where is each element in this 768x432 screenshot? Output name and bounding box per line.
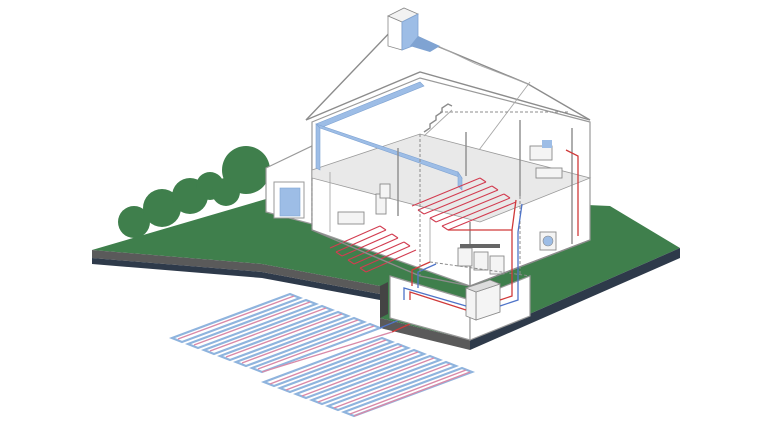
ground-loop-collector (168, 292, 476, 418)
ground-line (311, 229, 591, 287)
heat-pump-unit (464, 279, 502, 321)
ground-loop-icon (168, 292, 476, 418)
distribution-pipes (403, 199, 579, 311)
lawn-edge (262, 264, 380, 294)
bushes (118, 146, 270, 238)
staircase-icon (423, 103, 453, 137)
lawn-edge (92, 250, 262, 272)
chimney (387, 7, 440, 52)
chimney-icon (387, 7, 440, 52)
utility-units (457, 244, 505, 275)
heat-pump-icon (464, 279, 502, 321)
bush-icon (212, 178, 240, 206)
underfloor-heating-icon (329, 225, 417, 273)
lawn-edge-front (470, 248, 680, 350)
underfloor-heating-icon (411, 177, 517, 231)
excavation-wall (380, 282, 388, 318)
underfloor-heating-first (411, 177, 517, 231)
underfloor-heating-ground (329, 225, 417, 273)
staircase (423, 103, 453, 137)
furniture (337, 183, 557, 251)
beam (315, 123, 321, 171)
house (265, 7, 592, 341)
bush-icon (143, 189, 181, 227)
bush-icon (118, 206, 150, 238)
lawn-edge-front (92, 258, 380, 300)
first-floor-slab (311, 133, 592, 223)
lawn-edge (380, 318, 470, 350)
bathroom-fittings (529, 140, 579, 200)
interior-walls (329, 111, 573, 286)
house-cutaway-icon (265, 7, 592, 341)
